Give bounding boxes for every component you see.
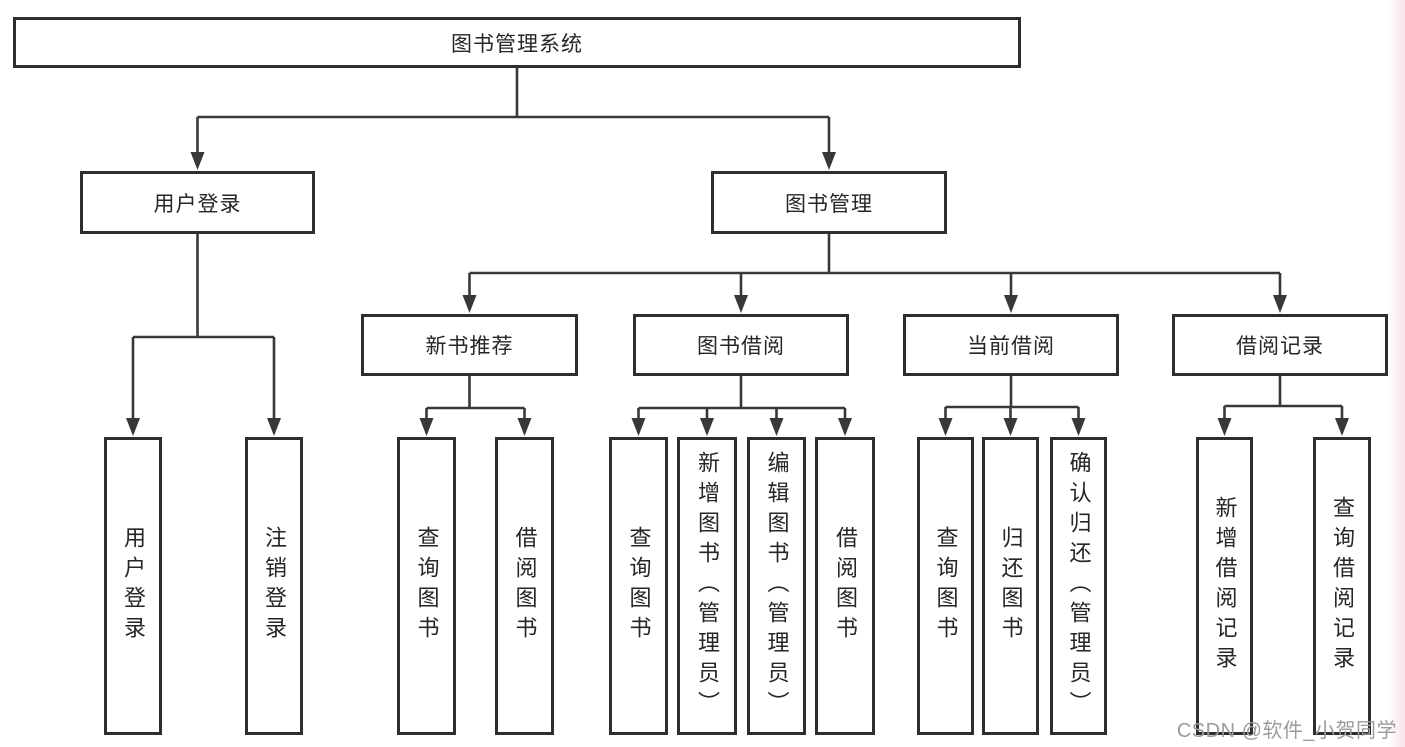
- arrowhead-new-book-recommend: [462, 295, 477, 313]
- arrowhead-borrowing-records: [1273, 295, 1287, 313]
- node-label-new-book-recommend: 新书推荐: [425, 335, 514, 358]
- arrowhead-return-books: [1003, 418, 1018, 436]
- node-return-books: 归还图书: [982, 437, 1039, 735]
- connector-book-borrowing: [637, 376, 847, 422]
- right-edge-tint: [1388, 0, 1405, 747]
- csdn-watermark: CSDN @软件_小贺同学: [1176, 720, 1397, 742]
- arrowhead-logout: [267, 418, 281, 436]
- arrowhead-query-books-recommend: [419, 418, 434, 436]
- node-label-add-books-admin: 新增图书（管理员）: [695, 451, 720, 721]
- connector-new-book-recommend: [425, 376, 526, 422]
- node-new-book-recommend: 新书推荐: [361, 314, 578, 376]
- node-label-current-borrowing: 当前借阅: [967, 335, 1055, 358]
- node-label-add-borrow-record: 新增借阅记录: [1212, 496, 1238, 676]
- node-label-borrow-books-recommend: 借阅图书: [512, 526, 538, 646]
- node-label-query-books-borrowing: 查询图书: [626, 526, 652, 646]
- arrowhead-borrow-books-recommend: [517, 418, 532, 436]
- node-confirm-return-admin: 确认归还（管理员）: [1050, 437, 1107, 735]
- node-borrow-books-borrowing: 借阅图书: [815, 437, 875, 735]
- arrowhead-edit-books-admin: [769, 418, 784, 436]
- node-add-borrow-record: 新增借阅记录: [1196, 437, 1253, 735]
- node-current-borrowing: 当前借阅: [903, 314, 1119, 376]
- node-label-system: 图书管理系统: [451, 32, 583, 56]
- arrowhead-query-books-current: [938, 418, 953, 436]
- node-borrowing-records: 借阅记录: [1172, 314, 1388, 376]
- connector-user-login-module: [131, 234, 276, 422]
- node-query-borrow-record: 查询借阅记录: [1313, 437, 1371, 735]
- node-user-login: 用户登录: [104, 437, 162, 735]
- node-edit-books-admin: 编辑图书（管理员）: [747, 437, 806, 735]
- node-label-logout: 注销登录: [262, 526, 287, 646]
- arrowhead-user-login: [126, 418, 140, 436]
- arrowhead-query-borrow-record: [1335, 418, 1349, 436]
- node-user-login-module: 用户登录: [80, 171, 315, 234]
- node-label-user-login: 用户登录: [121, 526, 146, 646]
- node-label-query-borrow-record: 查询借阅记录: [1330, 496, 1355, 676]
- node-label-edit-books-admin: 编辑图书（管理员）: [764, 451, 790, 721]
- node-label-return-books: 归还图书: [998, 526, 1024, 646]
- node-query-books-recommend: 查询图书: [397, 437, 456, 735]
- arrowhead-query-books-borrowing: [631, 418, 646, 436]
- arrowhead-add-borrow-record: [1217, 418, 1232, 436]
- arrowhead-book-management: [822, 152, 836, 170]
- node-book-borrowing: 图书借阅: [633, 314, 849, 376]
- node-label-user-login-module: 用户登录: [153, 192, 242, 216]
- arrowhead-borrow-books-borrowing: [838, 418, 852, 436]
- arrowhead-book-borrowing: [734, 295, 748, 313]
- node-label-book-borrowing: 图书借阅: [697, 335, 785, 358]
- node-add-books-admin: 新增图书（管理员）: [677, 437, 737, 735]
- arrowhead-add-books-admin: [700, 418, 714, 436]
- arrowhead-confirm-return-admin: [1071, 418, 1086, 436]
- node-label-confirm-return-admin: 确认归还（管理员）: [1066, 451, 1092, 721]
- connector-current-borrowing: [944, 376, 1080, 422]
- node-label-book-management: 图书管理: [785, 192, 873, 216]
- node-label-query-books-recommend: 查询图书: [414, 526, 440, 646]
- arrowhead-user-login-module: [190, 152, 205, 170]
- node-label-borrowing-records: 借阅记录: [1236, 335, 1324, 358]
- node-borrow-books-recommend: 借阅图书: [495, 437, 554, 735]
- node-query-books-current: 查询图书: [917, 437, 974, 735]
- connector-system: [196, 68, 831, 156]
- connector-borrowing-records: [1223, 376, 1344, 422]
- node-label-query-books-current: 查询图书: [933, 526, 959, 646]
- node-query-books-borrowing: 查询图书: [609, 437, 668, 735]
- node-book-management: 图书管理: [711, 171, 947, 234]
- node-system: 图书管理系统: [13, 17, 1021, 68]
- arrowhead-current-borrowing: [1004, 295, 1018, 313]
- node-logout: 注销登录: [245, 437, 303, 735]
- connector-book-management: [468, 234, 1282, 299]
- node-label-borrow-books-borrowing: 借阅图书: [833, 526, 858, 646]
